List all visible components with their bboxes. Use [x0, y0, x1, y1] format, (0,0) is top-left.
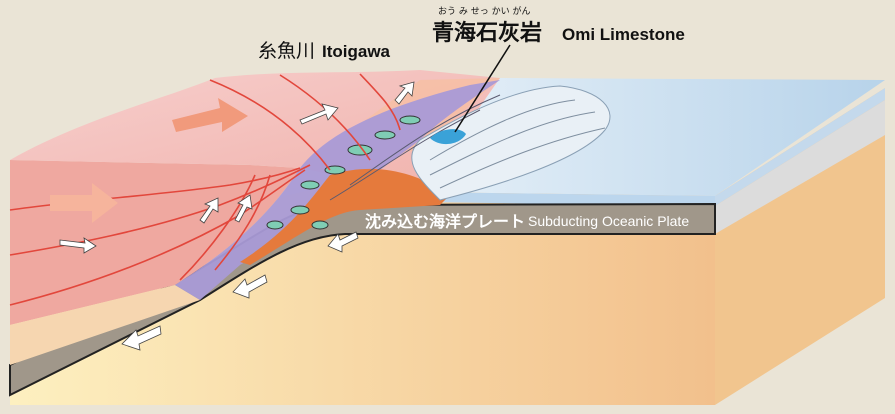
omi-limestone-body — [430, 129, 466, 145]
white-arrow-icon — [59, 237, 97, 254]
green-lens — [311, 220, 329, 230]
white-arrow-icon — [394, 81, 415, 105]
green-lens — [300, 180, 320, 190]
ocean-side-face — [715, 88, 885, 206]
omi-label-jp: 青海石灰岩 — [432, 20, 542, 46]
green-lens — [374, 130, 396, 140]
orange-arrow-icon — [50, 183, 118, 223]
limestone-wedge — [411, 85, 611, 201]
lower-crust-front — [10, 285, 200, 365]
white-arrow-icon — [234, 194, 253, 223]
white-arrow-icon — [327, 231, 359, 253]
wedge-layer-2 — [429, 111, 596, 176]
white-arrow-icon — [199, 197, 219, 224]
plate-label-jp: 沈み込む海洋プレート — [365, 212, 525, 231]
white-arrow-icon — [121, 325, 162, 351]
plate-label-en: Subducting Oceanic Plate — [528, 213, 689, 229]
white-arrows — [59, 81, 415, 351]
green-lens — [399, 115, 421, 125]
omi-label-en: Omi Limestone — [562, 25, 685, 44]
wedge-layer-4 — [349, 94, 501, 186]
omi-furigana: おう み せっ かい がん — [438, 5, 530, 17]
pointer-line-icon — [454, 44, 511, 133]
wedge-layer-1 — [429, 99, 576, 161]
wedge-layer-5 — [329, 109, 481, 201]
ocean-front — [420, 192, 715, 206]
itoigawa-label-jp: 糸魚川 — [258, 40, 315, 62]
white-arrow-icon — [232, 274, 268, 299]
green-lens — [324, 165, 346, 175]
white-arrow-icon — [299, 103, 339, 125]
wedge-layer-3 — [439, 127, 606, 189]
plate-side-face — [715, 100, 885, 234]
itoigawa-label-en: Itoigawa — [322, 42, 391, 61]
accretion-orange — [240, 168, 450, 265]
green-lens — [290, 205, 310, 215]
right-side-face — [715, 88, 885, 405]
green-lens — [266, 220, 284, 230]
orange-arrow-icon — [172, 98, 248, 132]
